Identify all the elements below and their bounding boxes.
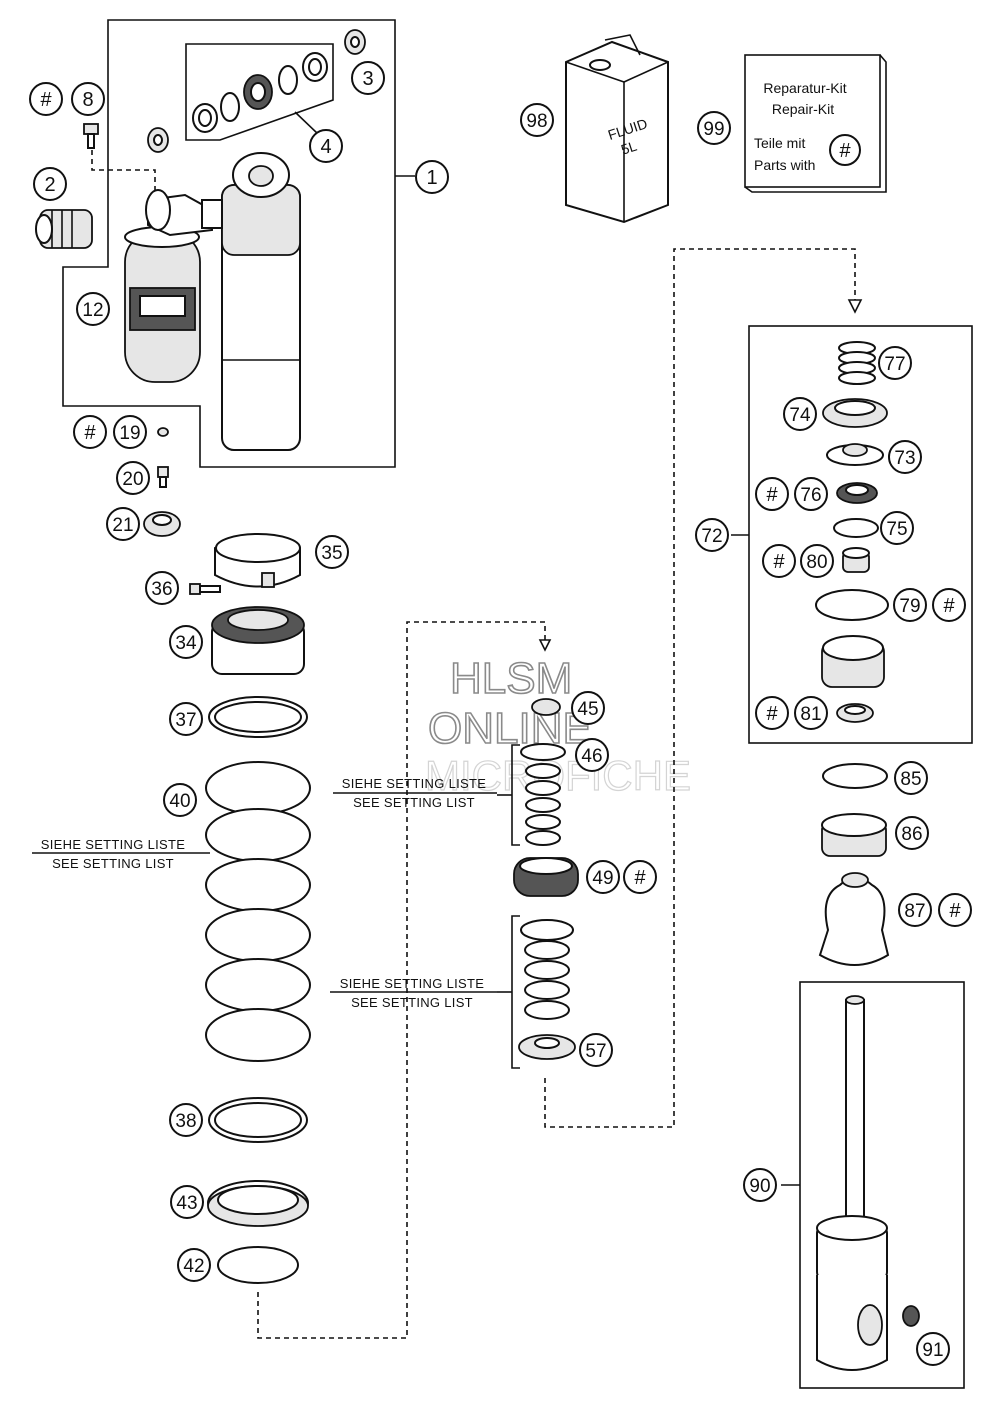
repair-kit-marker-8: # [40, 89, 52, 111]
kit-line4: Parts with [754, 157, 815, 173]
callout-74: 74 [789, 405, 811, 426]
assembly-1-outline [62, 19, 396, 468]
callout-80: 80 [806, 552, 827, 573]
spring-note-de: SIEHE SETTING LISTE [41, 837, 185, 852]
spring-40 [205, 761, 311, 1062]
callout-86: 86 [901, 824, 922, 845]
callout-81: 81 [800, 704, 821, 725]
callout-42: 42 [183, 1256, 204, 1277]
watermark: MICROFICHE HLSM ONLINE [424, 653, 691, 799]
callout-46: 46 [581, 746, 602, 767]
callout-79: 79 [899, 596, 920, 617]
callout-37: 37 [175, 710, 196, 731]
callout-2: 2 [44, 174, 55, 196]
callout-57: 57 [585, 1041, 606, 1062]
callout-75: 75 [886, 519, 907, 540]
watermark-line1: HLSM [450, 654, 572, 703]
callout-87: 87 [904, 901, 925, 922]
callout-99: 99 [703, 119, 724, 140]
repair-kit-text: Reparatur-Kit Repair-Kit Teile mit Parts… [754, 80, 851, 173]
callout-98: 98 [526, 111, 547, 132]
part-4-box [185, 43, 334, 141]
fluid-line2: 5L [619, 137, 639, 157]
callout-77: 77 [884, 354, 905, 375]
repair-kit-marker-49: # [634, 867, 646, 889]
repair-kit-marker-81: # [766, 703, 778, 725]
callout-91: 91 [922, 1340, 943, 1361]
callout-85: 85 [900, 769, 921, 790]
shims-lower-note-en: SEE SETTING LIST [351, 995, 473, 1010]
callout-45: 45 [577, 699, 598, 720]
callout-73: 73 [894, 448, 915, 469]
callout-20: 20 [122, 469, 143, 490]
callout-36: 36 [151, 579, 172, 600]
callout-12: 12 [82, 300, 103, 321]
repair-kit-marker-19: # [84, 422, 96, 444]
kit-line1: Reparatur-Kit [763, 80, 846, 96]
callout-19: 19 [119, 423, 140, 444]
kit-line2: Repair-Kit [772, 101, 834, 117]
kit-symbol: # [839, 140, 851, 162]
callout-49: 49 [592, 868, 613, 889]
shims-upper-note-en: SEE SETTING LIST [353, 795, 475, 810]
shims-upper-note-de: SIEHE SETTING LISTE [342, 776, 486, 791]
callout-90: 90 [749, 1176, 770, 1197]
spring-note-en: SEE SETTING LIST [52, 856, 174, 871]
callout-35: 35 [321, 543, 342, 564]
watermark-line2: ONLINE [428, 704, 592, 753]
setting-list-notes: SIEHE SETTING LISTE SEE SETTING LIST SIE… [32, 776, 497, 1010]
fluid-can-illustration [565, 34, 669, 224]
callout-43: 43 [176, 1193, 197, 1214]
callout-circles [29, 61, 972, 1366]
repair-kit-marker-80: # [773, 551, 785, 573]
callout-21: 21 [112, 515, 133, 536]
repair-kit-marker-79: # [943, 595, 955, 617]
callout-8: 8 [82, 89, 93, 111]
callout-4: 4 [320, 136, 331, 158]
kit-line3: Teile mit [754, 135, 805, 151]
callout-3: 3 [362, 68, 373, 90]
callout-72: 72 [701, 526, 722, 547]
repair-kit-box [744, 54, 881, 188]
callout-labels: 1 2 3 4 8 12 19 20 21 34 35 36 37 38 40 … [40, 68, 961, 1361]
repair-kit-marker-87: # [949, 900, 961, 922]
callout-40: 40 [169, 791, 190, 812]
shims-lower-note-de: SIEHE SETTING LISTE [340, 976, 484, 991]
repair-kit-marker-76: # [766, 484, 778, 506]
callout-76: 76 [800, 485, 821, 506]
callout-38: 38 [175, 1111, 196, 1132]
callout-34: 34 [175, 633, 197, 654]
callout-1: 1 [426, 167, 437, 189]
